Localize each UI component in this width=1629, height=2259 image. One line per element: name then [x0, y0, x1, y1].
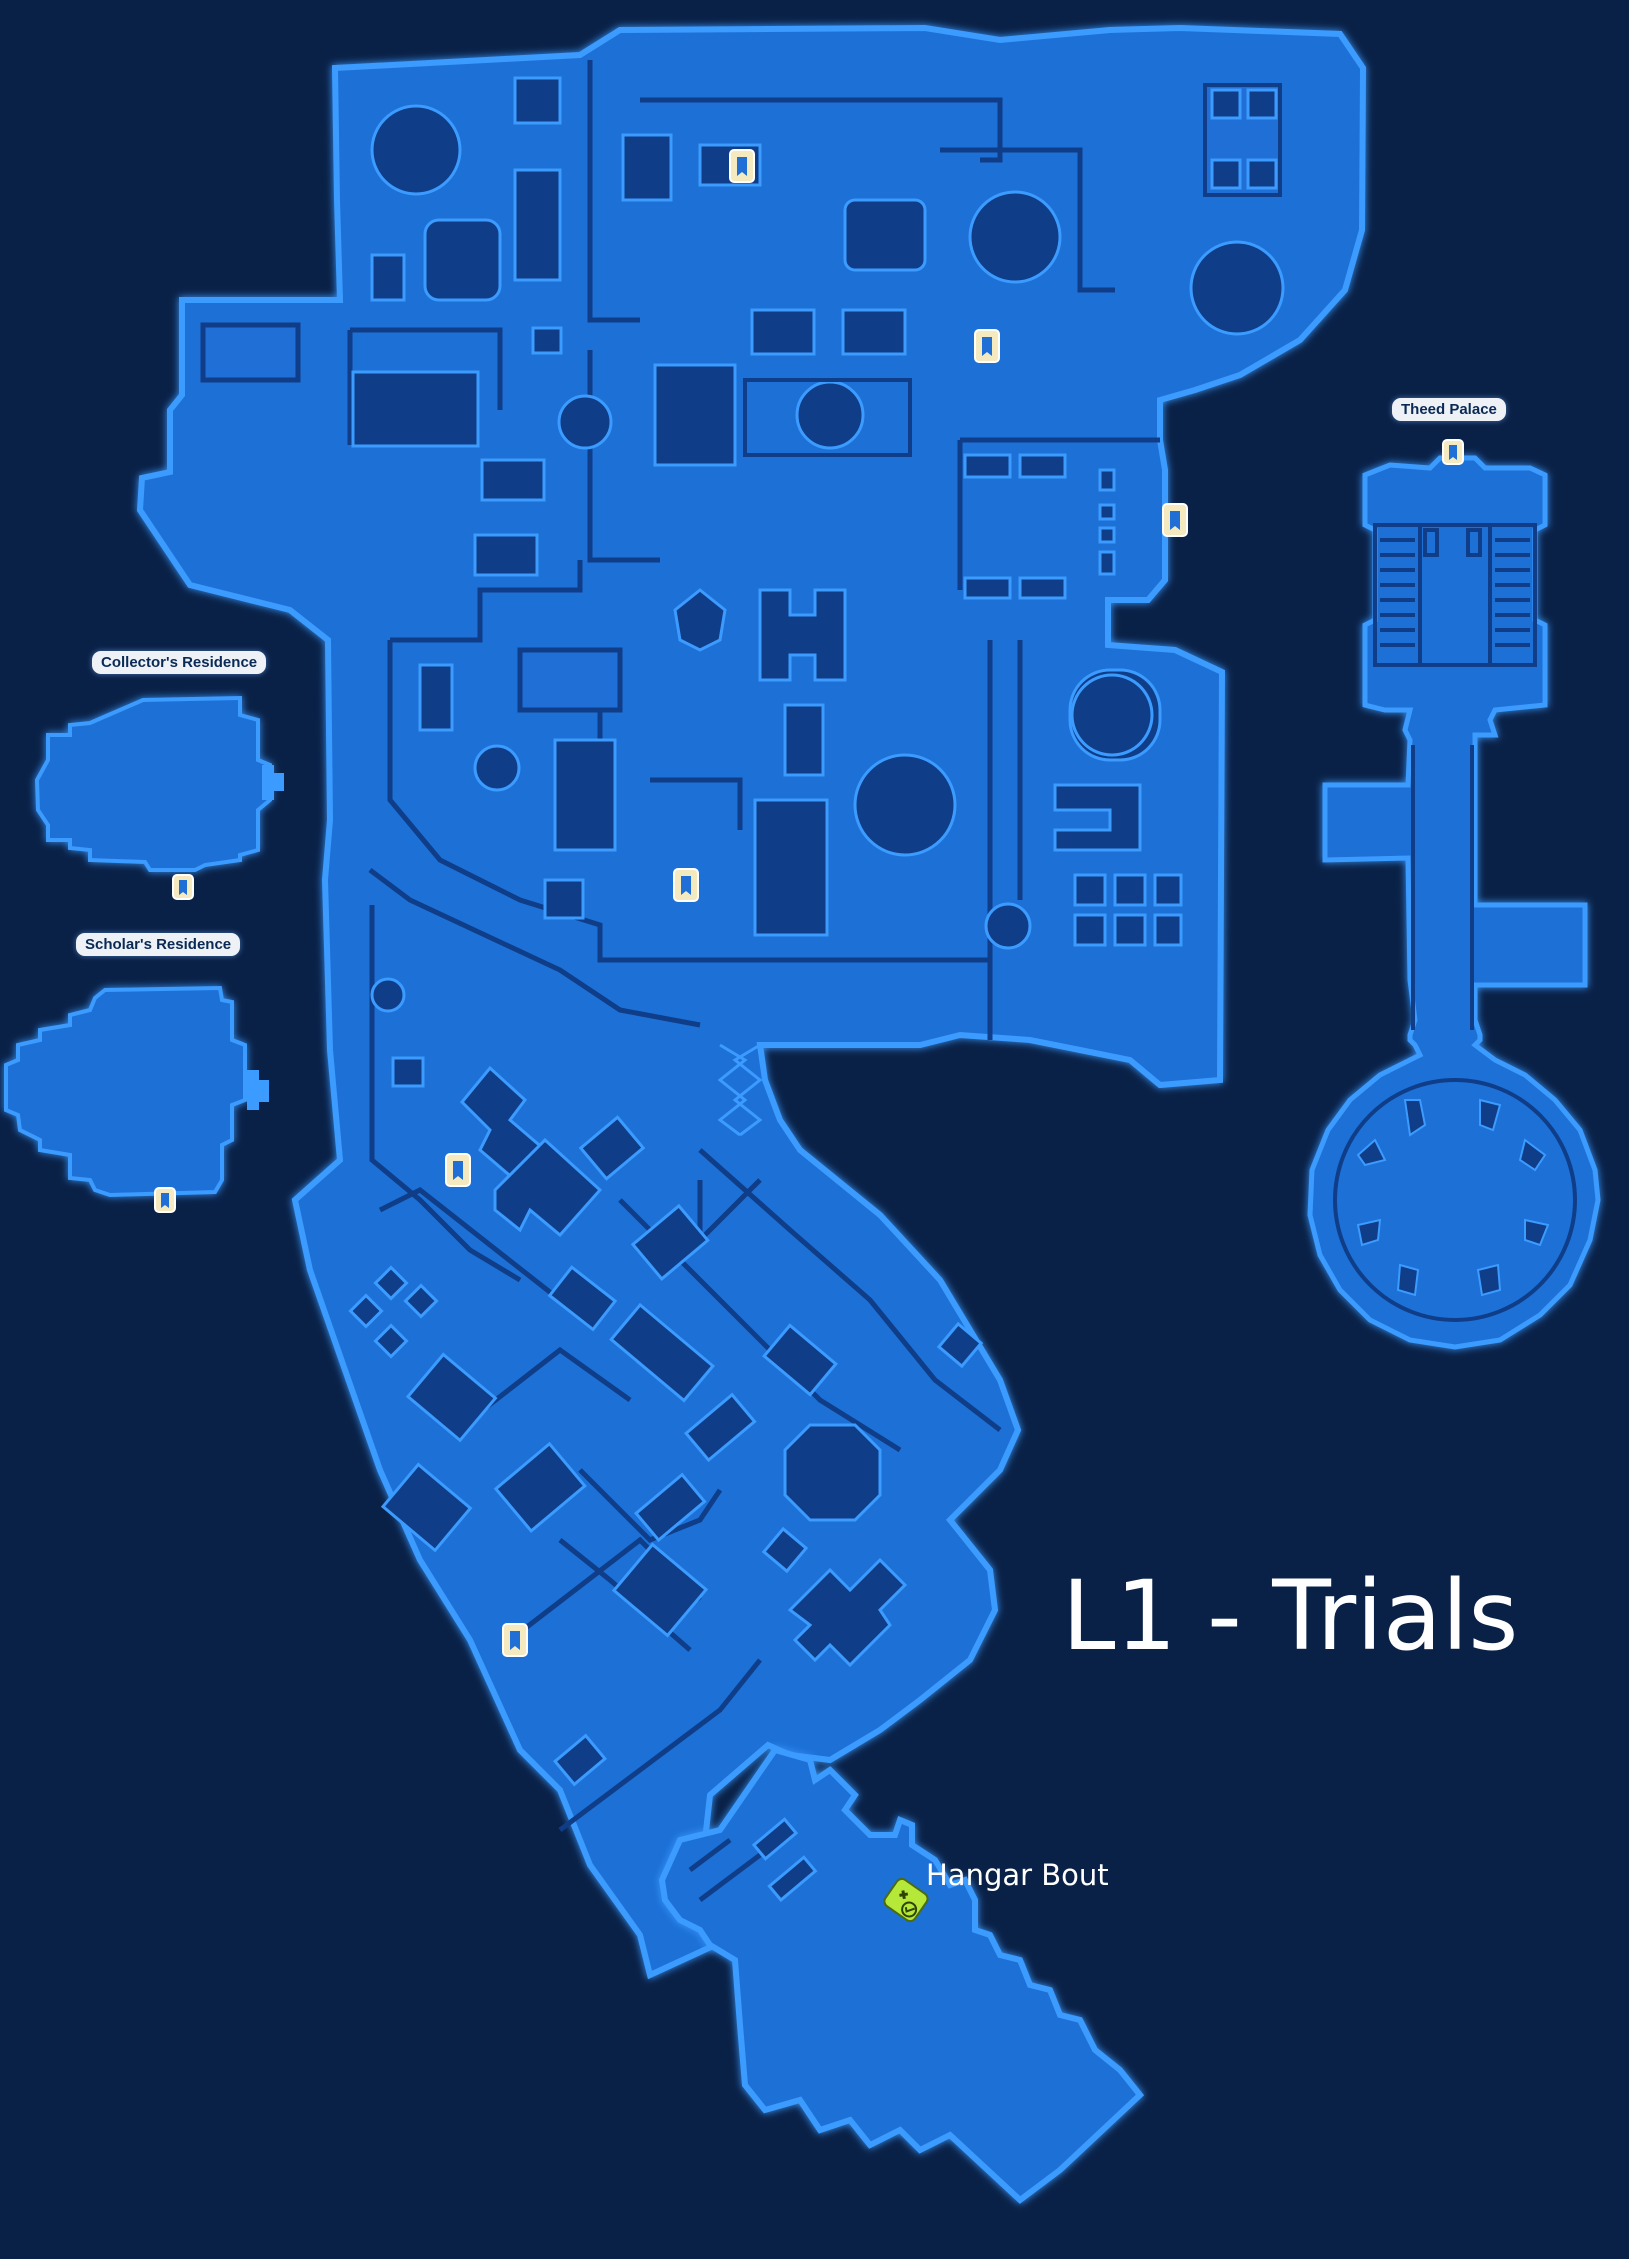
door-marker-icon[interactable] [172, 874, 194, 900]
theed-palace-pillars [1356, 1098, 1550, 1297]
scholars-residence-floor [4, 985, 247, 1198]
collectors-residence-area[interactable] [34, 695, 284, 872]
door-marker-icon[interactable] [502, 1623, 528, 1657]
door-marker-icon[interactable] [154, 1187, 176, 1213]
door-marker-icon[interactable] [729, 149, 755, 183]
scholars-residence-area[interactable] [4, 985, 269, 1198]
door-marker-icon[interactable] [445, 1153, 471, 1187]
collectors-residence-door [262, 765, 274, 800]
scholars-residence-step [257, 1080, 269, 1102]
door-marker-icon[interactable] [1442, 439, 1464, 465]
quest-label[interactable]: Hangar Bout [926, 1858, 1109, 1892]
door-markers [154, 149, 1464, 1657]
hangar-rooms [688, 1817, 818, 1903]
door-marker-icon[interactable] [1162, 503, 1188, 537]
collectors-residence-label[interactable]: Collector's Residence [92, 651, 267, 674]
quest-marker-icon[interactable] [882, 1877, 930, 1924]
collectors-residence-floor [34, 695, 272, 872]
theed-palace-label[interactable]: Theed Palace [1392, 398, 1506, 421]
door-marker-icon[interactable] [673, 868, 699, 902]
scholars-residence-label[interactable]: Scholar's Residence [76, 933, 241, 956]
theed-palace-floor [1307, 455, 1601, 1350]
door-marker-icon[interactable] [974, 329, 1000, 363]
theed-palace-area[interactable] [1307, 455, 1601, 1350]
hangar-floor [658, 1746, 1145, 2204]
hangar-wing[interactable] [658, 1746, 1145, 2204]
main-city-rooms [200, 76, 1285, 1787]
main-city-walls [347, 60, 1160, 1832]
theed-palace-details [1333, 523, 1577, 1322]
collectors-residence-step [272, 773, 284, 791]
main-city-area[interactable] [136, 24, 1367, 1980]
map-title: L1 - Trials [1062, 1560, 1519, 1672]
main-connector [717, 1043, 763, 1137]
scholars-residence-door [247, 1070, 259, 1110]
